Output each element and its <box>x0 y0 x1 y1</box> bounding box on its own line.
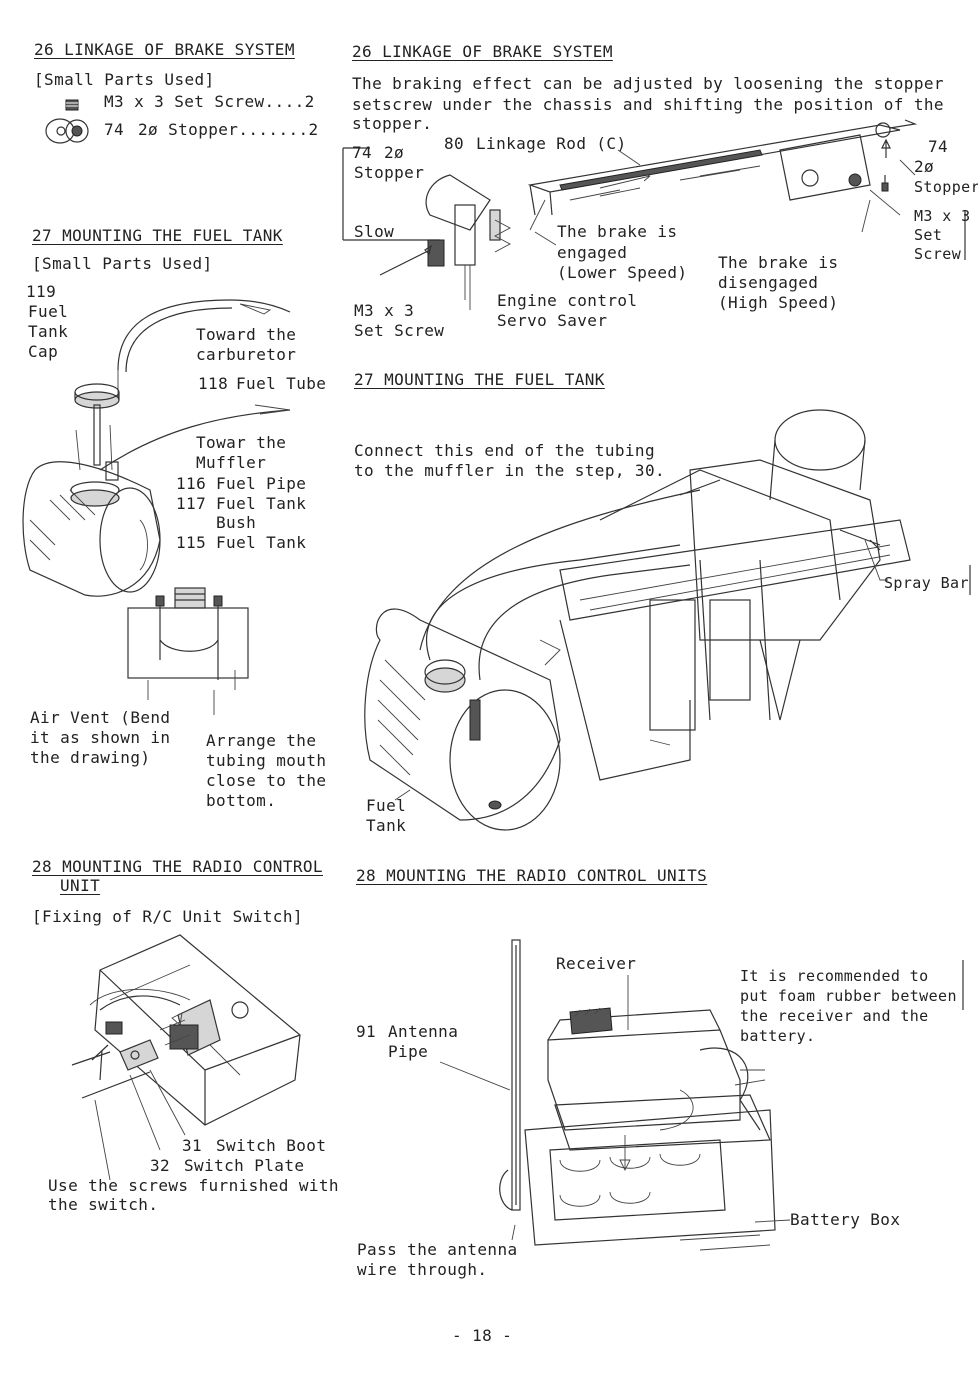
callout-text: wire through. <box>357 1260 488 1279</box>
callout-text: the drawing) <box>30 748 151 767</box>
set-screw-icon <box>65 99 79 111</box>
part-label: 2ø <box>384 143 405 162</box>
note-text: the receiver and the <box>740 1007 929 1025</box>
part-label: Fuel Tank <box>216 533 307 552</box>
callout-text: it as shown in <box>30 728 171 747</box>
description-line: The braking effect can be adjusted by lo… <box>352 74 944 93</box>
part-label: Stopper <box>354 163 425 182</box>
part-label: Bush <box>216 513 257 532</box>
callout-text: Air Vent (Bend <box>30 708 171 727</box>
callout-text: bottom. <box>206 791 277 810</box>
part-number: 74 <box>928 137 949 156</box>
part-label: Set <box>914 226 943 244</box>
part-number: 119 <box>26 282 57 301</box>
part-label: Stopper <box>914 178 978 196</box>
small-parts-heading: [Small Parts Used] <box>34 70 215 89</box>
part-label: Fuel <box>28 302 69 321</box>
section-heading: 26 LINKAGE OF BRAKE SYSTEM <box>34 40 295 59</box>
description-line: setscrew under the chassis and shifting … <box>352 95 944 114</box>
callout-text: close to the <box>206 771 327 790</box>
callout-text: (High Speed) <box>718 293 839 312</box>
callout-text: Connect this end of the tubing <box>354 441 655 460</box>
callout-text: (Lower Speed) <box>557 263 688 282</box>
callout-text: Arrange the <box>206 731 317 750</box>
part-label: Tank <box>28 322 69 341</box>
callout-text: The brake is <box>718 253 839 272</box>
part-number: 31 <box>182 1136 203 1155</box>
part-number: 80 <box>444 134 465 153</box>
callout-text: tubing mouth <box>206 751 327 770</box>
callout-text: Servo Saver <box>497 311 608 330</box>
part-label: Linkage Rod (C) <box>476 134 627 153</box>
small-parts-heading: [Small Parts Used] <box>32 254 213 273</box>
callout-text: Muffler <box>196 453 267 472</box>
note-text: It is recommended to <box>740 967 929 985</box>
callout-text: engaged <box>557 243 628 262</box>
callout-text: disengaged <box>718 273 819 292</box>
section-heading: 28 MOUNTING THE RADIO CONTROL <box>32 857 323 876</box>
part-label: Switch Boot <box>216 1136 327 1155</box>
part-label: Screw <box>914 245 962 263</box>
section-heading: 27 MOUNTING THE FUEL TANK <box>354 370 605 389</box>
callout-text: to the muffler in the step, 30. <box>354 461 666 480</box>
part-number: 74 <box>352 143 373 162</box>
section-heading: 26 LINKAGE OF BRAKE SYSTEM <box>352 42 613 61</box>
note-text: put foam rubber between <box>740 987 957 1005</box>
callout-text: Battery Box <box>790 1210 901 1229</box>
callout-text: Slow <box>354 222 395 241</box>
section-heading: 27 MOUNTING THE FUEL TANK <box>32 226 283 245</box>
part-label: Fuel Tank <box>216 494 307 513</box>
part-number: 74 <box>104 120 125 139</box>
part-label: Pipe <box>388 1042 429 1061</box>
part-number: 91 <box>356 1022 377 1041</box>
part-stopper: 2ø Stopper.......2 <box>138 120 319 139</box>
page-number: - 18 - <box>452 1326 513 1345</box>
part-label: Fuel Pipe <box>216 474 307 493</box>
part-label: 2ø <box>914 157 935 176</box>
callout-text: Engine control <box>497 291 638 310</box>
callout-text: carburetor <box>196 345 297 364</box>
switch-mounting-illustration <box>71 934 301 1181</box>
brake-linkage-illustration <box>342 119 966 310</box>
callout-text: Towar the <box>196 433 287 452</box>
part-number: 32 <box>150 1156 171 1175</box>
callout-text: M3 x 3 <box>354 301 415 320</box>
callout-text: The brake is <box>557 222 678 241</box>
description-line: stopper. <box>352 114 433 133</box>
callout-text: Spray Bar <box>884 574 969 592</box>
callout-text: Receiver <box>556 954 637 973</box>
note-text: Use the screws furnished with <box>48 1176 339 1195</box>
part-label: Fuel Tube <box>236 374 327 393</box>
stopper-icon <box>45 118 89 144</box>
fuel-tank-chassis-illustration <box>364 409 971 831</box>
part-number: 116 <box>176 474 207 493</box>
radio-control-illustration <box>439 939 964 1251</box>
callout-text: Toward the <box>196 325 297 344</box>
section-heading-cont: UNIT <box>60 876 101 895</box>
part-label: M3 x 3 <box>914 207 971 225</box>
section-heading: 28 MOUNTING THE RADIO CONTROL UNITS <box>356 866 708 885</box>
callout-text: Tank <box>366 816 407 835</box>
callout-text: Fuel <box>366 796 407 815</box>
note-text: battery. <box>740 1027 816 1045</box>
callout-text: Set Screw <box>354 321 445 340</box>
callout-text: Pass the antenna <box>357 1240 518 1259</box>
part-label: Switch Plate <box>184 1156 305 1175</box>
subheading: [Fixing of R/C Unit Switch] <box>32 907 303 926</box>
part-label: Cap <box>28 342 59 361</box>
fuel-tank-exploded-illustration <box>22 299 291 715</box>
part-number: 115 <box>176 533 207 552</box>
part-number: 118 <box>198 374 229 393</box>
part-label: Antenna <box>388 1022 459 1041</box>
part-number: 117 <box>176 494 207 513</box>
note-text: the switch. <box>48 1195 159 1214</box>
part-set-screw: M3 x 3 Set Screw....2 <box>104 92 315 111</box>
